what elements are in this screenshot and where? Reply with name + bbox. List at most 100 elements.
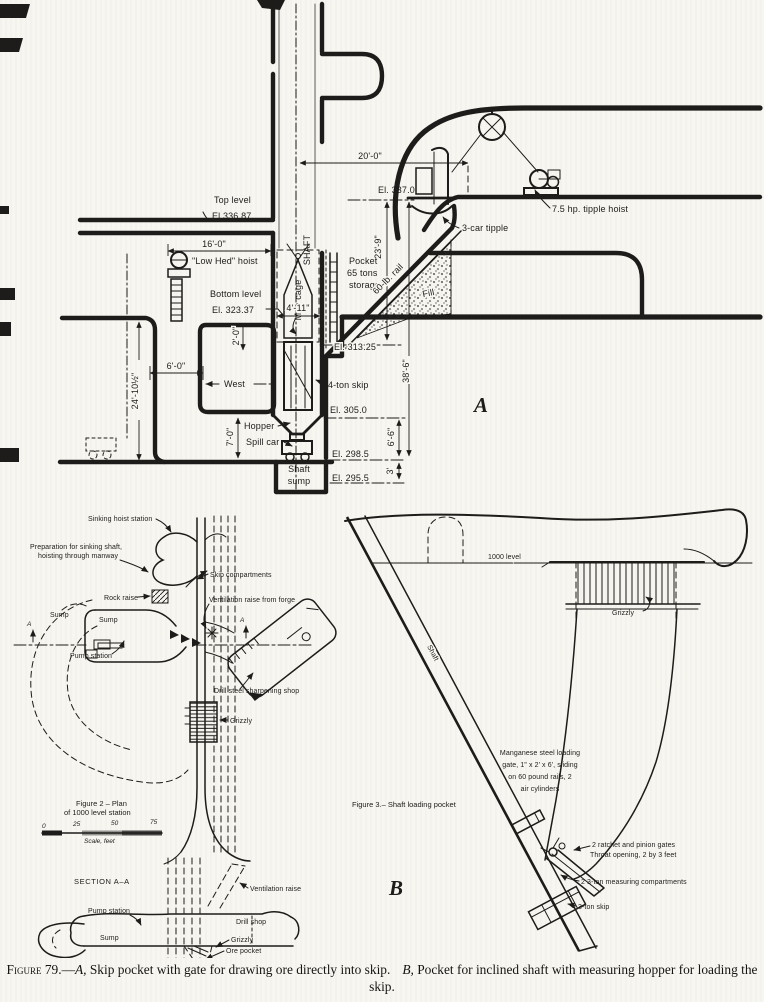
pocket-label-3: storage — [349, 280, 380, 290]
vent-raise-forge-label: Ventilation raise from forge — [209, 597, 295, 604]
section-aa: SECTION A–A Pump station Sump Drill shop… — [38, 857, 301, 958]
tipple-hoist-machine — [523, 169, 561, 196]
figure2-plan: A A Sinking hoist station Preparation fo… — [13, 515, 337, 865]
shaft-centerline — [126, 3, 316, 493]
fig3-skip — [527, 885, 587, 931]
gate-label-2: gate, 1" x 2' x 6', sliding — [502, 762, 578, 769]
scale-25: 25 — [72, 821, 81, 828]
measuring-label: 2 3-ton measuring compartments — [581, 879, 687, 886]
bottom-level-label: Bottom level — [210, 289, 261, 299]
panel-letter-b: B — [388, 876, 403, 900]
fig3-grizzly — [541, 561, 705, 627]
elevation-2955: El. 295.5 — [332, 473, 369, 483]
section-tunnel-outline — [38, 911, 300, 958]
caption-figure-number: 79.— — [41, 962, 75, 977]
shaft-fig3-label: Shaft — [425, 644, 439, 662]
elevation-31325: El. 313.25 — [334, 342, 376, 352]
section-ore-pocket-dashes — [183, 945, 213, 958]
sump-left-label: Sump — [50, 612, 69, 619]
gate-label-4: air cylinders — [521, 786, 560, 793]
low-hed-hoist-icon — [167, 251, 191, 322]
man-cage-label: Man cage — [293, 280, 303, 321]
plan-rock-raise — [151, 589, 169, 604]
fig3-gate-mechanism — [540, 837, 566, 857]
prep-label-2: hoisting through manway — [38, 553, 119, 560]
section-vent-raise — [207, 863, 246, 909]
ratchet-label-2: Throat opening, 2 by 3 feet — [590, 852, 676, 859]
section-pump-label: Pump station — [88, 908, 130, 915]
caption-b-letter: B, — [402, 962, 414, 977]
dim-20ft: 20'-0" — [358, 151, 382, 161]
fig3-pocket-outline — [544, 608, 678, 897]
drill-shop-label: Drill steel sharpening shop — [214, 688, 299, 695]
plan-grizzly — [184, 701, 218, 743]
dim-16ft: 16'-0" — [202, 239, 226, 249]
grizzly-fig3-label: Grizzly — [612, 610, 634, 617]
skip-3ton-label: 3-ton skip — [578, 904, 609, 911]
rock-raise-label: Rock raise — [104, 595, 138, 602]
low-hed-hoist-label: "Low Hed" hoist — [192, 256, 258, 266]
prep-label-1: Preparation for sinking shaft, — [30, 544, 122, 551]
sump-right-label: Sump — [99, 617, 118, 624]
sheave-pulley-and-ropes — [451, 107, 539, 173]
caption-figure-word: Figure — [6, 962, 42, 977]
dim-6-6: 6'-6" — [386, 428, 396, 447]
tipple-label: 3-car tipple — [462, 223, 508, 233]
figure3-pocket: 1000 level Grizzly Shaft Manganese steel… — [344, 508, 753, 952]
section-cut-a2: A — [239, 617, 244, 624]
plan-sump-outline — [30, 599, 189, 784]
rock-outlines-a — [57, 1, 763, 495]
dim-38-6: 38'-6" — [401, 359, 411, 383]
scale-0: 0 — [42, 823, 46, 830]
fig3-loading-gate — [510, 809, 546, 835]
figure3-caption: Figure 3.– Shaft loading pocket — [352, 800, 457, 809]
fill-label: Fill — [421, 287, 435, 299]
plan-section-cut-line: A A — [13, 617, 313, 646]
elevation-33687: El 336.87 — [212, 211, 251, 221]
dim-6-0: 6'-0" — [167, 361, 186, 371]
panel-letter-a: A — [472, 393, 488, 417]
fig3-surface-outline — [344, 508, 753, 568]
figure-79-drawing: 20'-0" El. 337.0 7.5 hp. tipple hoist 3-… — [0, 0, 763, 958]
pocket-label-1: Pocket — [349, 256, 378, 266]
caption-a-text: Skip pocket with gate for drawing ore di… — [86, 962, 391, 977]
tipple-assembly — [406, 146, 469, 215]
caption-b-text: Pocket for inclined shaft with measuring… — [369, 962, 758, 995]
elevation-3050: El. 305.0 — [330, 405, 367, 415]
dim-23-9: 23'-9" — [373, 235, 383, 259]
section-labels: SECTION A–A Pump station Sump Drill shop… — [74, 877, 301, 958]
pocket-compartment — [325, 249, 338, 349]
hopper-label: Hopper — [244, 421, 274, 431]
elevation-2985: El. 298.5 — [332, 449, 369, 459]
scale-50: 50 — [111, 820, 119, 827]
figure-caption: Figure 79.—A, Skip pocket with gate for … — [0, 961, 764, 996]
plan-vent-raise — [200, 603, 219, 640]
plan-labels: Sinking hoist station Preparation for si… — [30, 516, 299, 817]
pocket-label-2: 65 tons — [347, 268, 378, 278]
ratchet-label-1: 2 ratchet and pinion gates — [592, 842, 676, 849]
plan-shop-connector — [204, 621, 235, 664]
dim-2-0: 2'-0" — [231, 327, 241, 346]
section-drill-label: Drill shop — [236, 919, 266, 926]
grizzly-plan-label: Grizzly — [230, 718, 252, 725]
level-lines-a — [202, 199, 415, 484]
section-grizzly-label: Grizzly — [231, 937, 253, 944]
section-compartment-dashes — [167, 857, 201, 958]
shaft-sump-label-1: Shaft — [288, 464, 310, 474]
incline-chute — [333, 224, 462, 354]
pump-station-label: Pump station — [70, 653, 112, 660]
dim-24-10: 24'-10½" — [130, 373, 140, 410]
section-sump-label: Sump — [100, 935, 119, 942]
plan-drill-shop — [227, 598, 337, 701]
level-1000-label: 1000 level — [488, 554, 521, 561]
caption-a-letter: A, — [74, 962, 87, 977]
tipple-hoist-label: 7.5 hp. tipple hoist — [552, 204, 628, 214]
dim-3: 3' — [385, 467, 395, 474]
spill-car-drawing — [85, 437, 313, 462]
section-vent-label: Ventilation raise — [250, 886, 301, 893]
gate-label-1: Manganese steel loading — [500, 750, 580, 757]
plan-shaft-corridor — [152, 515, 251, 865]
west-label: West — [224, 379, 245, 389]
scale-feet-label: Scale, feet — [84, 838, 116, 845]
panel-a-drawing: 20'-0" El. 337.0 7.5 hp. tipple hoist 3-… — [0, 0, 763, 495]
